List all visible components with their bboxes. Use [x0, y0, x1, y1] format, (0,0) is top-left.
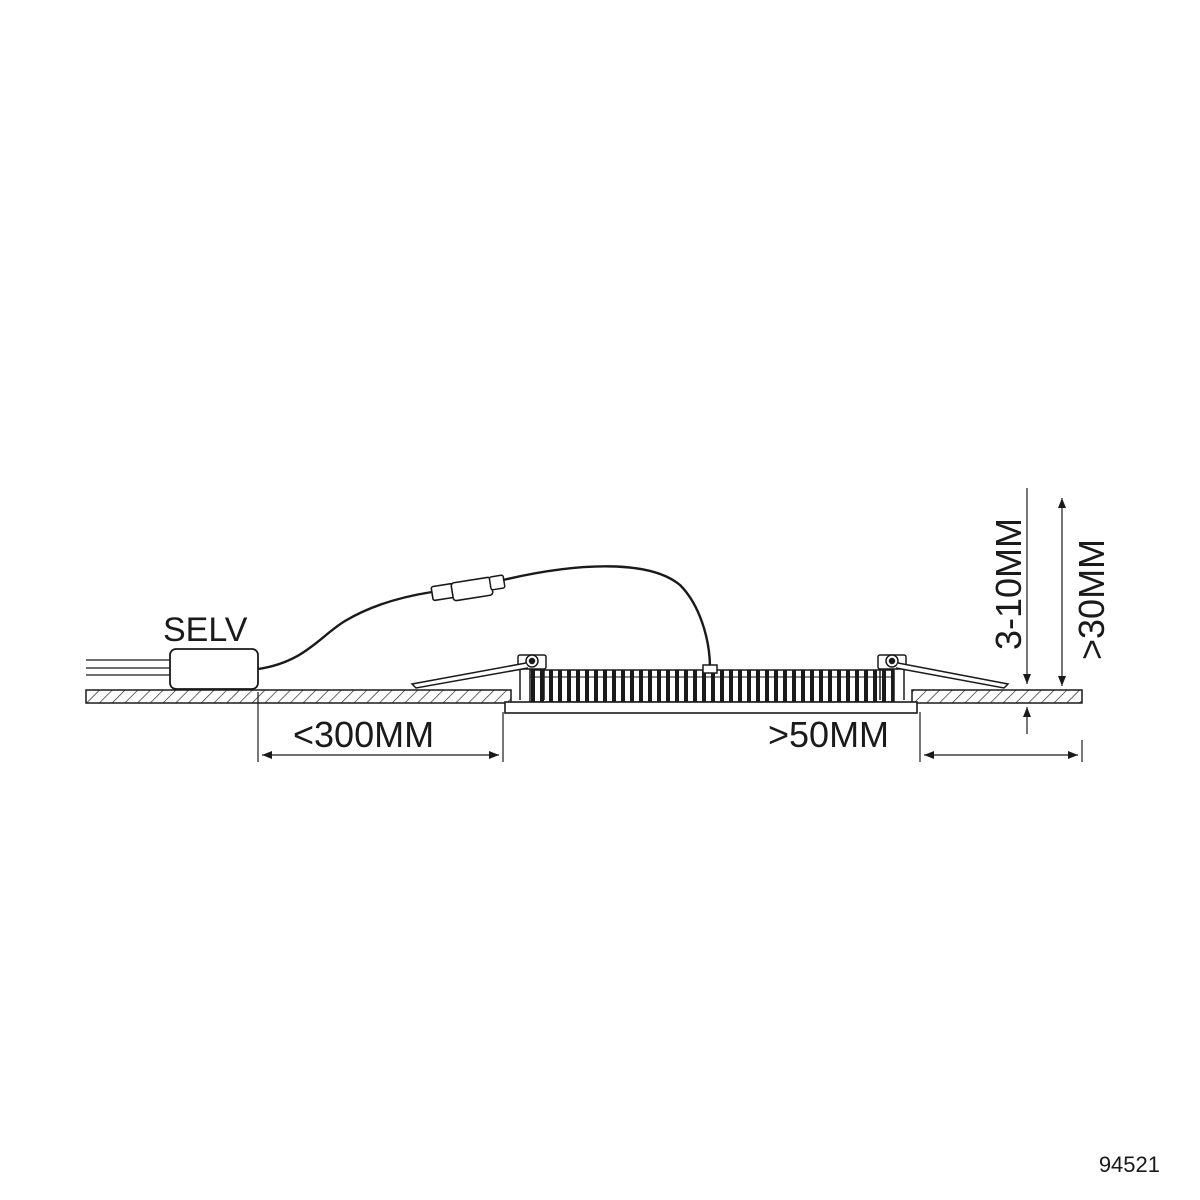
mains-wires [86, 659, 172, 676]
spring-clip-left [410, 654, 547, 700]
article-number: 94521 [1099, 1152, 1160, 1177]
spring-clip-right [877, 654, 1010, 700]
cable-connector [430, 574, 506, 602]
dimension-driver-distance [257, 692, 504, 762]
ceiling-thickness-label: 3-10MM [988, 518, 1029, 650]
driver-label: SELV [163, 611, 248, 649]
install-depth-label: >30MM [1071, 539, 1112, 660]
dimension-side-clearance [919, 712, 1083, 762]
cable-to-connector [257, 590, 433, 671]
ceiling-left [85, 689, 512, 704]
side-clearance-label: >50MM [768, 714, 889, 755]
cable-to-luminaire [502, 565, 712, 669]
driver-box [169, 648, 259, 690]
driver-distance-label: <300MM [293, 714, 434, 755]
ceiling-right [911, 689, 1083, 704]
luminaire-body [504, 664, 918, 714]
